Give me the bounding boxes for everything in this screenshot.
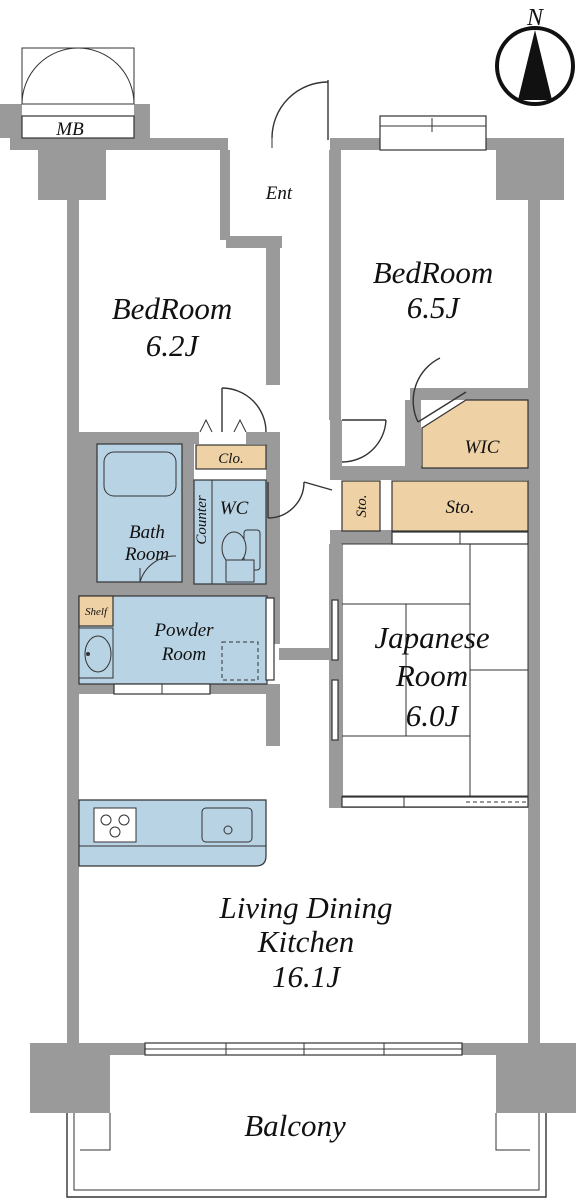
bedroom1-name: BedRoom	[112, 291, 233, 326]
bath-label-2: Room	[124, 544, 169, 565]
north-label: N	[526, 5, 545, 31]
entrance-label: Ent	[265, 183, 293, 204]
bath-door[interactable]	[139, 555, 177, 583]
storage-small-label: Sto.	[354, 495, 370, 518]
wc-label: WC	[220, 498, 249, 519]
wic-door[interactable]	[412, 357, 467, 423]
shelf-area	[78, 595, 114, 627]
mb-cabinet	[21, 47, 135, 139]
storage-large-area	[391, 480, 529, 532]
storage-large-label: Sto.	[445, 497, 474, 518]
balcony-label: Balcony	[244, 1108, 346, 1143]
powder-door[interactable]	[265, 597, 275, 681]
japanese-size: 6.0J	[406, 698, 460, 733]
washer-space	[221, 641, 259, 681]
counter-label: Counter	[194, 495, 210, 544]
bedroom2-door[interactable]	[341, 419, 387, 463]
storage-small-area	[341, 480, 381, 532]
bedroom2-name: BedRoom	[373, 255, 494, 290]
corridor-door[interactable]	[303, 481, 333, 491]
entrance-door[interactable]	[271, 80, 329, 148]
pillars	[0, 104, 576, 1113]
balcony-window	[144, 1042, 463, 1056]
balcony-railing	[66, 1113, 547, 1198]
bedroom1-size: 6.2J	[146, 328, 200, 363]
mb-label: MB	[55, 119, 84, 140]
wc-door[interactable]	[267, 481, 305, 519]
japanese-label-2: Room	[395, 658, 468, 693]
closet-area	[195, 444, 267, 470]
tatami	[341, 543, 529, 797]
ldk-size: 16.1J	[272, 959, 341, 994]
bedroom1-door[interactable]	[221, 387, 267, 433]
closet-label: Clo.	[218, 451, 243, 467]
japanese-bottom-door[interactable]	[341, 796, 529, 808]
wic-label: WIC	[465, 437, 500, 458]
compass: N	[495, 5, 575, 106]
kitchen-sink-icon	[201, 807, 253, 843]
powder-label-1: Powder	[153, 620, 214, 641]
japanese-sliding-doors[interactable]	[331, 599, 339, 741]
toilet-icon	[221, 529, 261, 583]
bedroom2-window	[379, 115, 487, 151]
closet-doors[interactable]	[199, 418, 247, 433]
shelf-label: Shelf	[85, 606, 109, 618]
powder-label-2: Room	[161, 644, 206, 665]
japanese-label-1: Japanese	[374, 620, 490, 655]
sink-icon	[78, 627, 114, 679]
ldk-label-2: Kitchen	[257, 924, 354, 959]
ldk-label-1: Living Dining	[218, 890, 392, 925]
wic-area	[421, 399, 529, 469]
bath-label-1: Bath	[129, 522, 165, 543]
stove-icon	[93, 807, 137, 843]
bedroom2-size: 6.5J	[407, 290, 461, 325]
